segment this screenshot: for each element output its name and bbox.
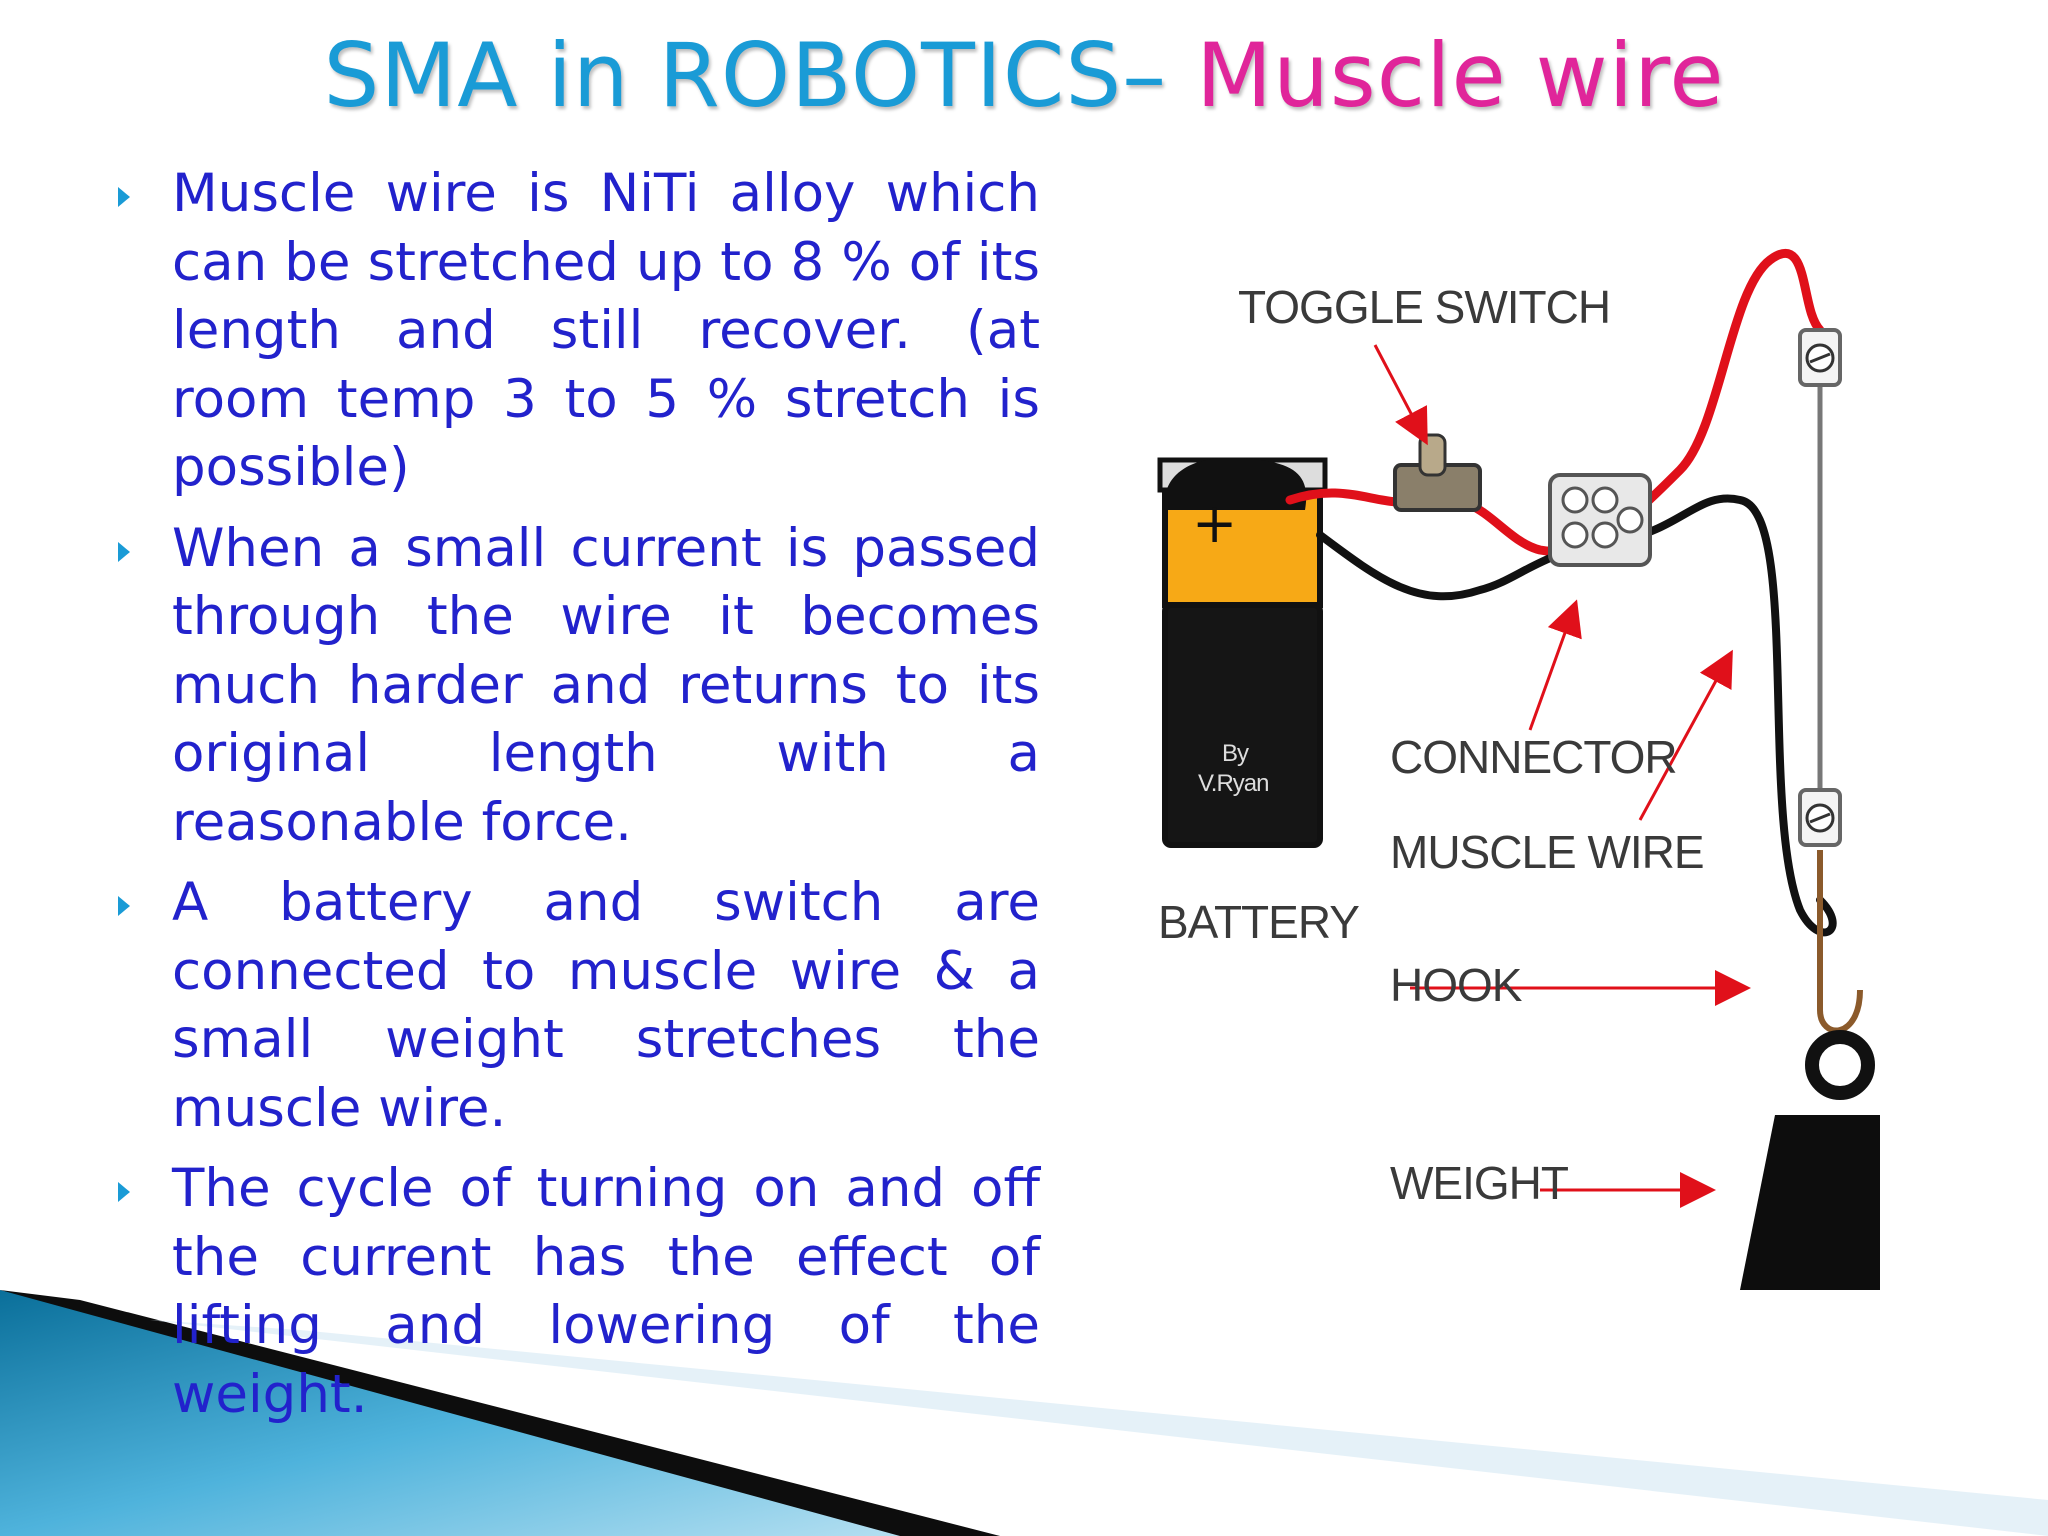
triangle-bullet-icon (118, 187, 130, 207)
connector-block (1548, 473, 1652, 567)
bullet-list: Muscle wire is NiTi alloy which can be s… (110, 160, 1040, 1441)
battery-credit-name: V.Ryan (1198, 770, 1269, 797)
triangle-bullet-icon (118, 541, 130, 562)
black-wire (1316, 494, 1837, 937)
arrow-connector (1528, 599, 1582, 731)
label-connector: CONNECTOR (1390, 731, 1678, 783)
label-hook: HOOK (1390, 959, 1522, 1011)
toggle-switch (1393, 433, 1482, 512)
label-muscle-wire: MUSCLE WIRE (1390, 826, 1705, 878)
slide-title: SMA in ROBOTICS– Muscle wire (0, 22, 2048, 130)
weight (1740, 1030, 1880, 1290)
arrow-muscle-wire (1638, 649, 1733, 821)
title-part-sma-robotics: SMA in ROBOTICS– (323, 24, 1197, 127)
battery-plus-sign: + (1192, 492, 1237, 555)
label-battery: BATTERY (1158, 896, 1360, 948)
diagram-drawing (1157, 248, 1880, 1290)
bullet-item: The cycle of turning on and off the curr… (110, 1155, 1040, 1429)
top-clamp (1798, 328, 1842, 387)
arrow-toggle-switch (1373, 344, 1428, 446)
title-part-muscle-wire: Muscle wire (1196, 24, 1725, 127)
bullet-text: Muscle wire is NiTi alloy which can be s… (172, 163, 1040, 498)
muscle-wire-circuit-diagram: + By V.Ryan TOGGLE SWITCH CONNECTOR MUSC… (1120, 210, 1880, 1340)
lower-clamp (1798, 788, 1842, 847)
bullet-text: A battery and switch are connected to mu… (172, 872, 1040, 1139)
bullet-item: A battery and switch are connected to mu… (110, 869, 1040, 1143)
bullet-item: Muscle wire is NiTi alloy which can be s… (110, 160, 1040, 503)
label-weight: WEIGHT (1390, 1157, 1569, 1209)
bullet-text: When a small current is passed through t… (172, 517, 1040, 853)
bullet-text: The cycle of turning on and off the curr… (172, 1158, 1040, 1425)
hook-wire (1817, 850, 1863, 1034)
triangle-bullet-icon (118, 1182, 130, 1202)
triangle-bullet-icon (118, 896, 130, 916)
battery-credit-by: By (1222, 740, 1249, 767)
bullet-item: When a small current is passed through t… (110, 515, 1040, 858)
label-toggle-switch: TOGGLE SWITCH (1238, 281, 1611, 333)
